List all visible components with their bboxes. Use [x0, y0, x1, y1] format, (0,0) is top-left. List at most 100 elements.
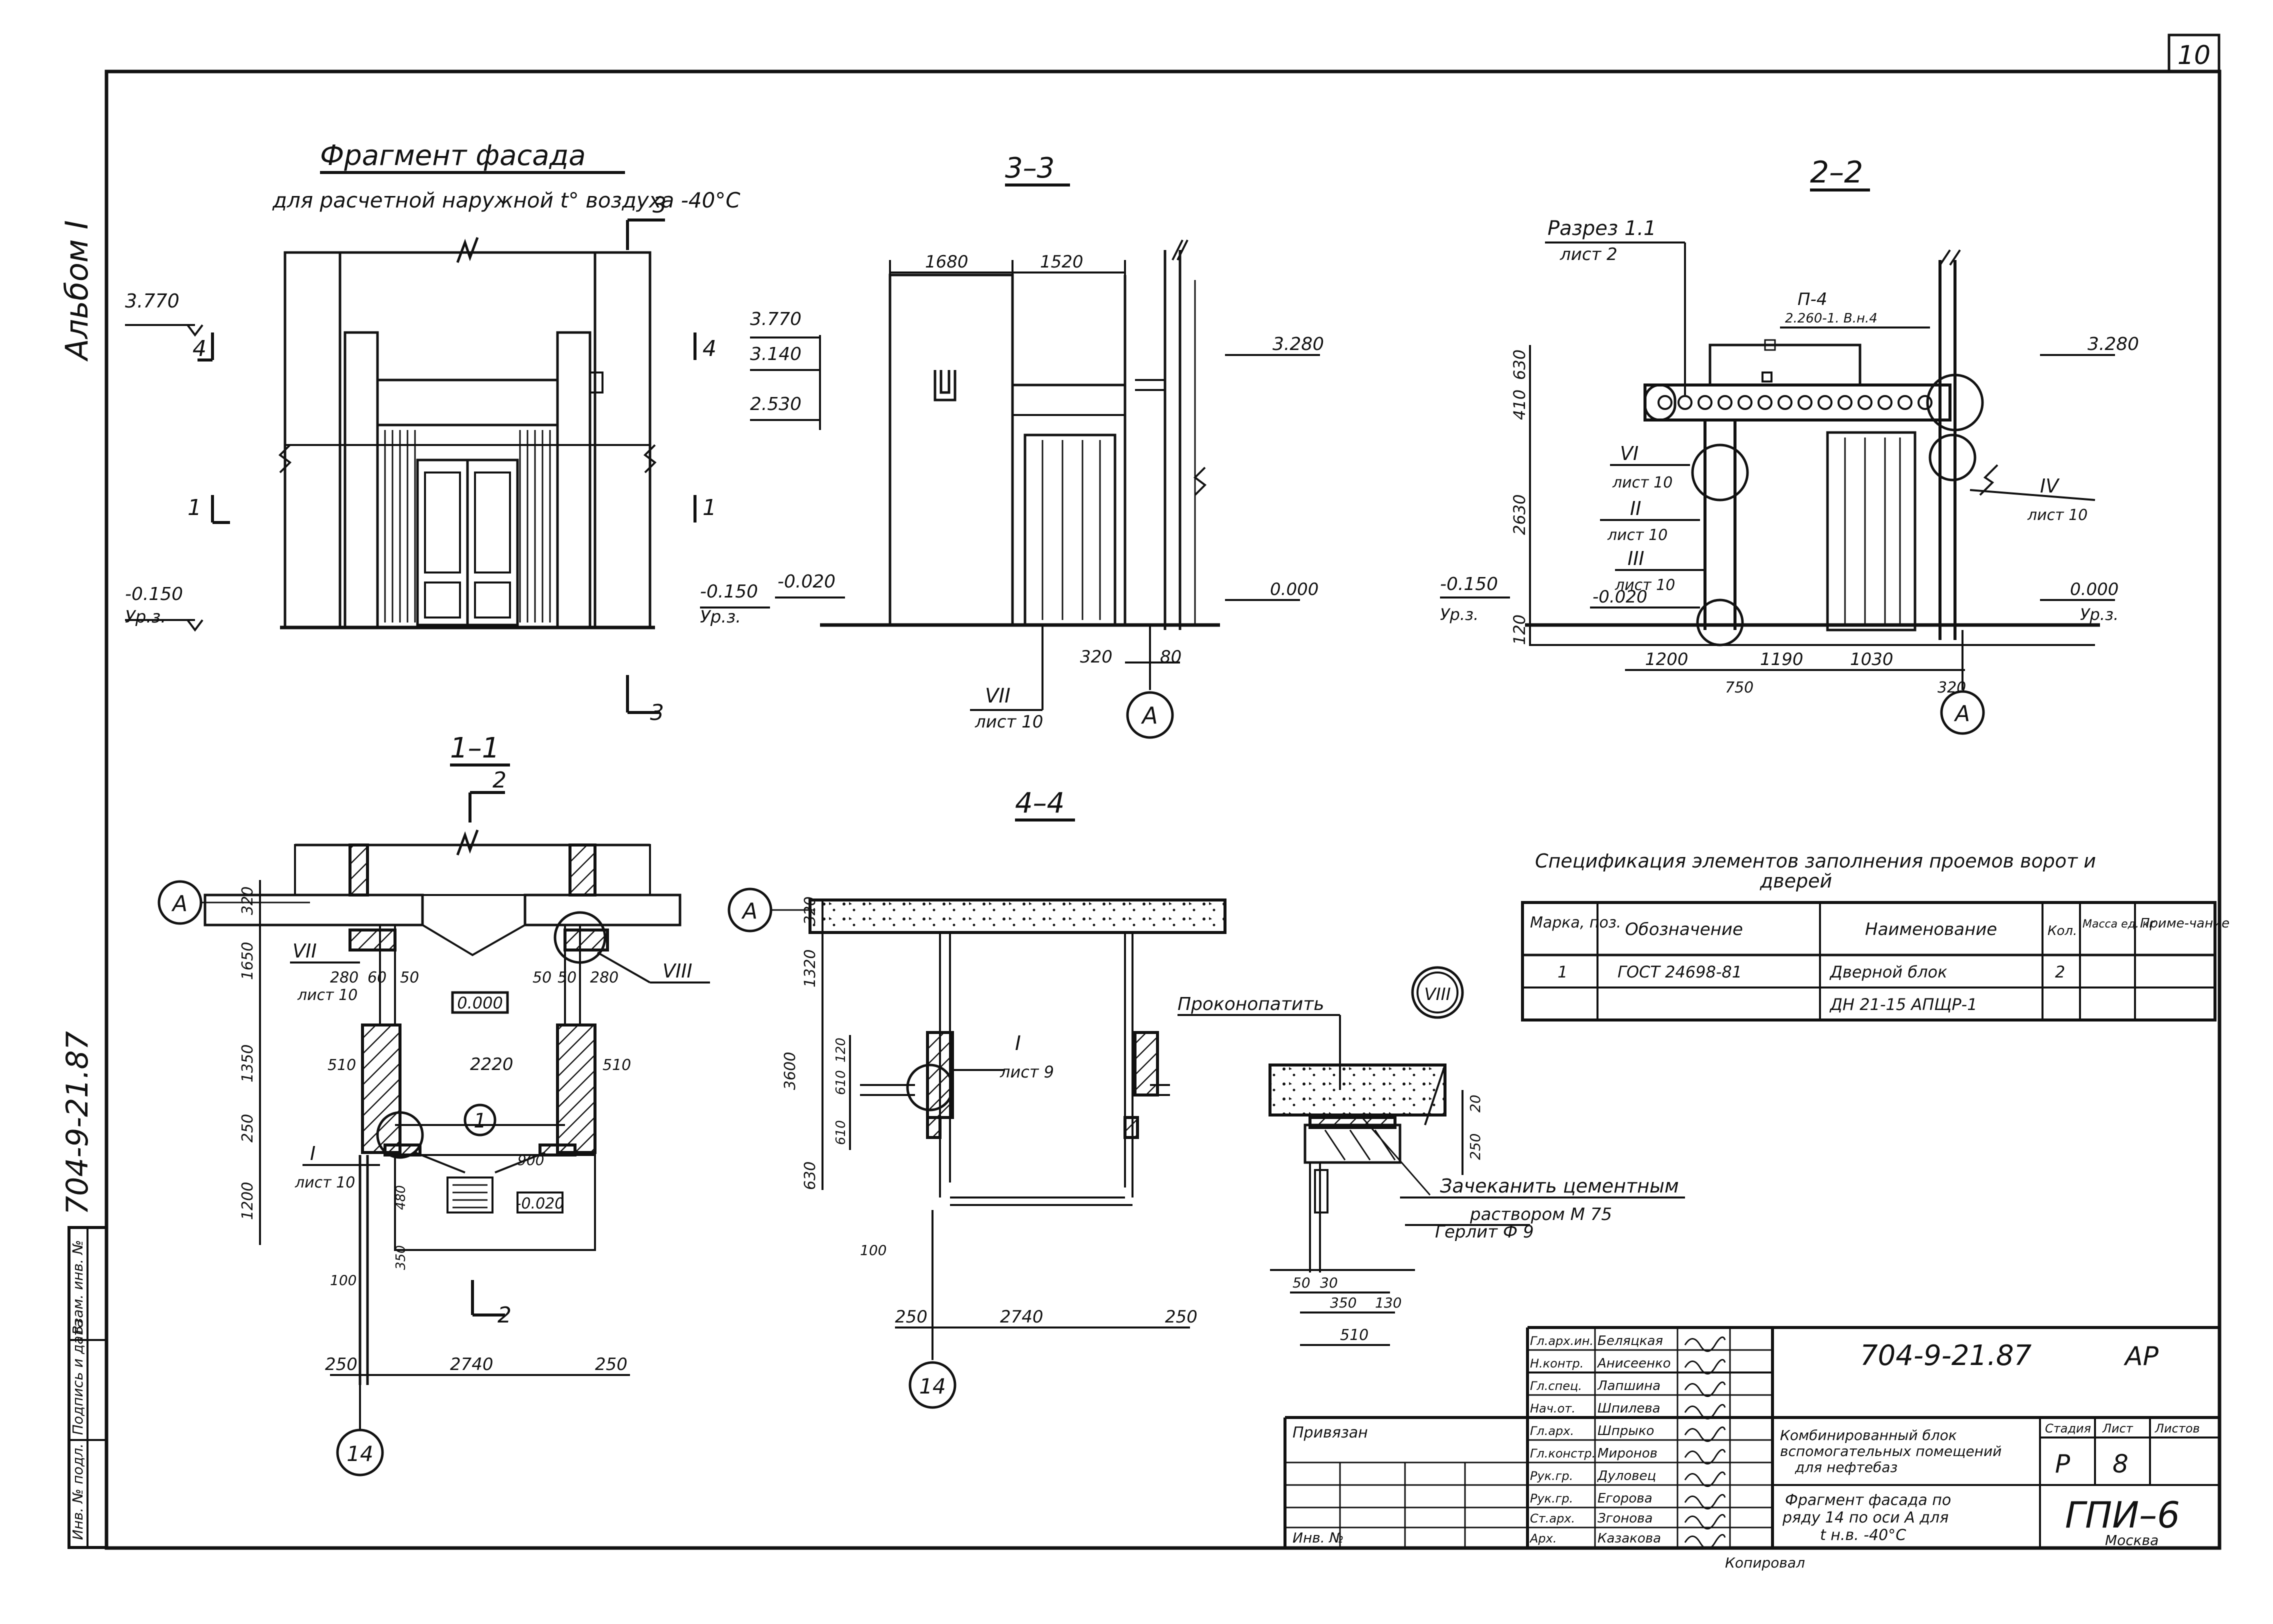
side-code: 704-9-21.87: [60, 1031, 95, 1215]
staff-role: Гл.констр.: [1530, 1446, 1596, 1460]
s11-dim-v-a: 320: [239, 886, 256, 915]
spec-header-note: Приме-чание: [2140, 916, 2230, 931]
s11-dim-h-g: 50: [532, 969, 552, 986]
s22-callout-1-num: VI: [1620, 442, 1638, 464]
stamp-label-sign: Подпись и дата: [70, 1319, 86, 1435]
s22-dim-v-c: 2630: [1510, 494, 1529, 535]
staff-list: Гл.арх.ин. Беляцкая Н.контр. Анисеенко Г…: [1529, 1334, 1671, 1546]
facade-fragment: Фрагмент фасада для расчетной наружной t…: [125, 140, 740, 726]
section-ref-4-left: 4: [192, 336, 206, 362]
s22-top-ref: П-4: [1798, 290, 1827, 310]
tb-code: 704-9-21.87: [1860, 1340, 2032, 1372]
tb-drawing-l3: t н.в. -40°С: [1820, 1526, 1906, 1544]
node-dim-d: 30: [1320, 1274, 1338, 1291]
s22-ref-title: Разрез 1.1: [1548, 217, 1656, 240]
section-3-3-title: 3–3: [1005, 152, 1054, 184]
staff-name: Шпилева: [1598, 1401, 1660, 1416]
s22-callout-2-sheet: лист 10: [1607, 526, 1668, 544]
s33-dim-w2: 1520: [1040, 252, 1084, 272]
staff-grid: [1285, 1328, 1772, 1548]
staff-name: Шпрыко: [1598, 1424, 1654, 1438]
s11-dim-bottom-m: 2740: [450, 1354, 494, 1374]
section-ref-3-bottom: 3: [650, 700, 664, 726]
s44-dim-v-b: 1320: [802, 950, 819, 988]
spec-header-designation: Обозначение: [1625, 920, 1743, 940]
s11-dim-v-c: 1350: [239, 1044, 256, 1082]
s22-dim-h-b: 1190: [1760, 650, 1804, 670]
tb-sheets-hdr: Листов: [2154, 1422, 2200, 1436]
tb-sheet: 8: [2112, 1450, 2128, 1478]
s33-dim-b1: 320: [1080, 647, 1112, 667]
s11-dim-h-e: 2220: [470, 1054, 514, 1074]
s44-dim-v-g: 630: [802, 1162, 819, 1190]
facade-title: Фрагмент фасада: [320, 140, 586, 172]
staff-role: Рук.гр.: [1530, 1492, 1573, 1506]
node-viii: VIII Проконопатить 20 250 Зачеканить цем…: [1178, 966, 1685, 1346]
staff-name: Беляцкая: [1598, 1334, 1663, 1348]
sheet-frame: 10 Альбом I 704-9-21.87 Инв. № подл. Под…: [58, 34, 2222, 1550]
s33-mark-m4: -0.150: [700, 582, 758, 602]
s44-axis-a: А: [741, 898, 758, 924]
staff-name: Миронов: [1598, 1446, 1658, 1461]
section-2-2: 2–2 Разрез 1.1 лист 2 П-4 2.260-1. В.н.4: [1440, 155, 2139, 735]
s11-dim-h-c: 50: [400, 969, 419, 986]
s11-dim-bottom-l: 250: [325, 1354, 358, 1374]
s11-section-ref-bottom: 2: [498, 1302, 512, 1328]
node-label: VIII: [1424, 984, 1450, 1004]
facade-subtitle: для расчетной наружной t° воздуха -40°C: [272, 188, 740, 212]
node-note-3: Герлит Ф 9: [1435, 1222, 1534, 1242]
section-ref-3-top: 3: [652, 192, 666, 218]
s11-callout-2-num: VIII: [662, 960, 692, 982]
s33-mark-m2: 3.140: [750, 344, 802, 364]
s33-mark-ground: Ур.з.: [700, 607, 741, 627]
slab-voids: [1658, 395, 1932, 410]
s11-mark-lower: -0.020: [516, 1195, 564, 1212]
s44-dim-v-h: 100: [860, 1242, 886, 1258]
s22-mark-right-top: 3.280: [2088, 334, 2139, 354]
spec-header-mark: Марка, поз.: [1530, 914, 1621, 932]
node-note-1: Зачеканить цементным: [1440, 1175, 1679, 1197]
s11-callout-1-sheet: лист 10: [297, 986, 358, 1004]
s22-top-ref-note: 2.260-1. В.н.4: [1785, 311, 1878, 326]
staff-name: Лапшина: [1597, 1378, 1660, 1394]
s22-axis-label: А: [1954, 701, 1970, 726]
album-label: Альбом I: [58, 220, 95, 362]
facade-mark-bottom: -0.150: [125, 584, 183, 604]
s11-dim-bottom-r: 250: [595, 1354, 628, 1374]
section-1-1: 1–1 2 2 1 0.000: [158, 732, 710, 1476]
s33-axis-label: А: [1140, 702, 1158, 729]
tb-sheet-hdr: Лист: [2102, 1422, 2134, 1436]
s44-dim-v-c: 3600: [782, 1052, 799, 1090]
s22-mark-right-ground: Ур.з.: [2080, 605, 2118, 624]
s44-dim-bottom-l: 250: [895, 1307, 928, 1327]
spec-headers: Марка, поз. Обозначение Наименование Кол…: [1530, 914, 2230, 940]
s22-dim-h-c: 1030: [1850, 650, 1894, 670]
staff-name: Дуловец: [1597, 1468, 1656, 1484]
staff-role: Н.контр.: [1530, 1356, 1584, 1370]
title-block: Гл.арх.ин. Беляцкая Н.контр. Анисеенко Г…: [1284, 1326, 2220, 1571]
section-3-3: 3–3 1680 1520 3.770 3.140 2.530 -0.1: [700, 152, 1324, 739]
s33-mark-right-top: 3.280: [1272, 334, 1324, 354]
staff-name: Згонова: [1598, 1511, 1652, 1526]
tb-linked: Привязан: [1292, 1424, 1368, 1442]
tb-inv: Инв. №: [1292, 1530, 1344, 1546]
s11-dim-h-h: 50: [558, 969, 576, 986]
node-dim-b: 250: [1467, 1134, 1484, 1160]
s11-dim-h-i: 280: [590, 969, 618, 986]
node-dim-c: 50: [1292, 1274, 1310, 1291]
s22-mark-ground: Ур.з.: [1440, 605, 1478, 624]
spec-cell: 2: [2055, 962, 2065, 982]
s11-callout-1-num: VII: [292, 940, 316, 962]
s33-mark-right-bottom: 0.000: [1270, 580, 1318, 600]
spec-cell: 1: [1558, 962, 1568, 982]
tb-part: АР: [2124, 1342, 2159, 1372]
node-dim-g: 510: [1340, 1326, 1368, 1344]
s33-dim-b2: 80: [1160, 647, 1182, 667]
s11-axis-a: А: [171, 891, 188, 916]
s22-dim-v-a: 630: [1510, 350, 1529, 380]
tb-drawing-l1: Фрагмент фасада по: [1785, 1492, 1951, 1509]
corner-number: 10: [2178, 40, 2210, 70]
s33-callout-num: VII: [985, 684, 1010, 708]
tb-object-l3: для нефтебаз: [1794, 1459, 1898, 1476]
